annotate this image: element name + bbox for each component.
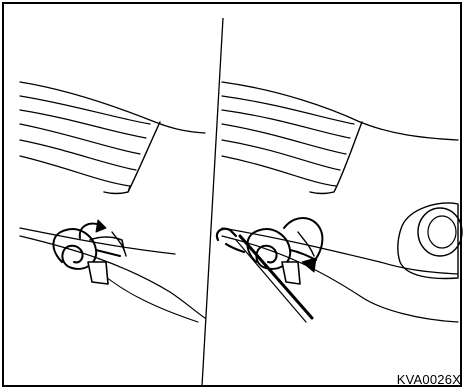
left-panel [20,82,205,322]
fog-lamp-icon [398,203,462,278]
figure-caption: KVA0026X [397,372,461,387]
figure-frame [3,3,461,386]
right-panel [217,82,462,322]
panel-divider [202,18,223,386]
